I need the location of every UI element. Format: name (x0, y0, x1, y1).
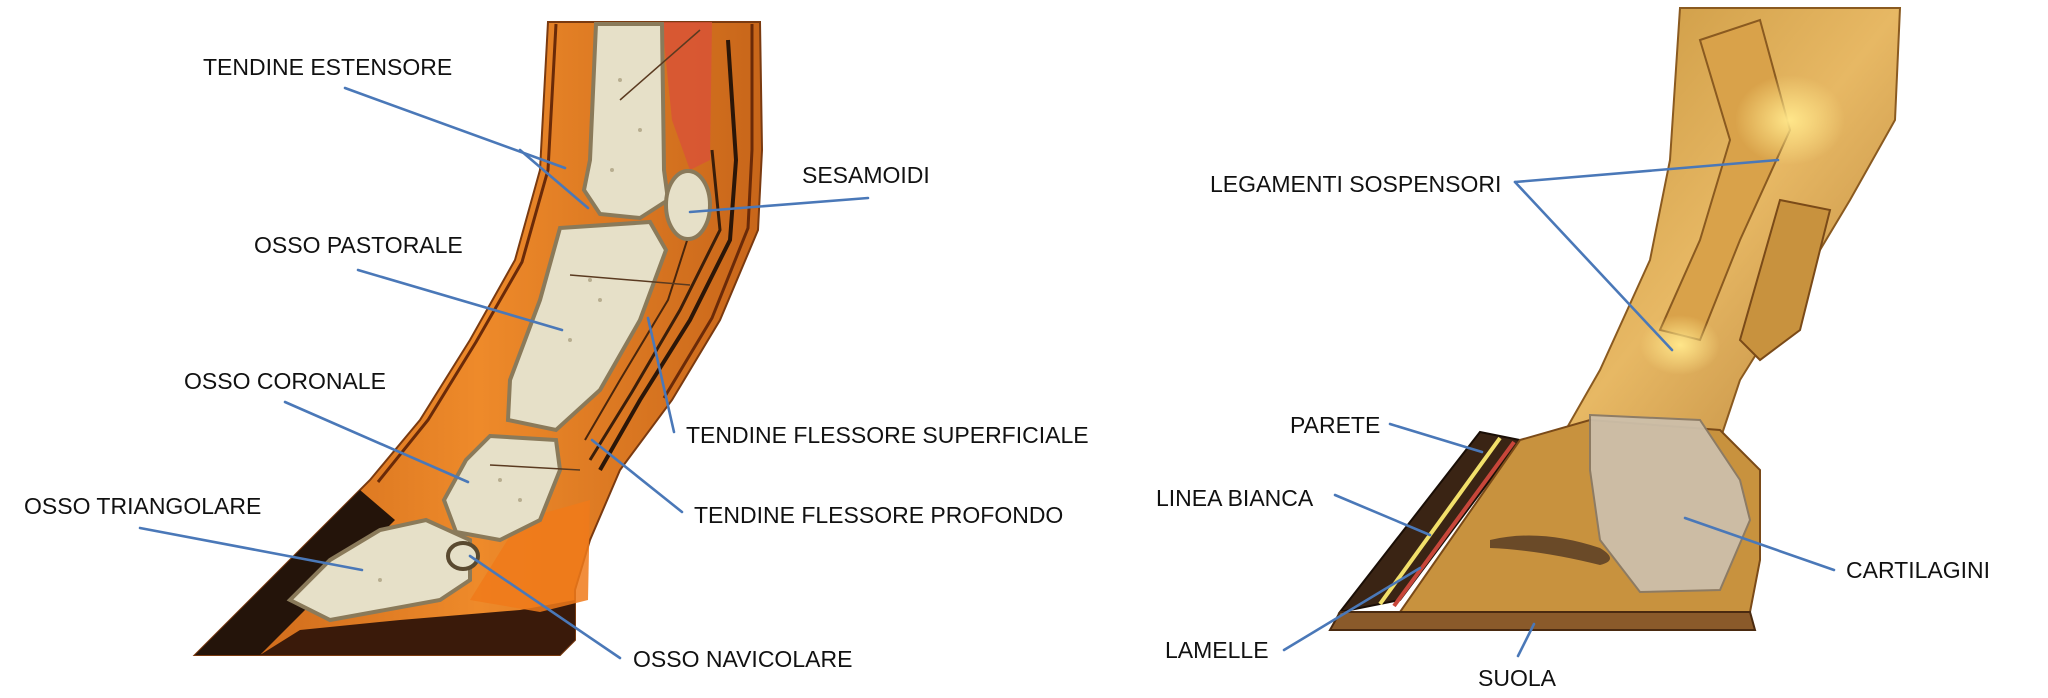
pointer-osso-navicolare (468, 554, 622, 660)
pointer-parete (1388, 422, 1484, 454)
lamellae (1392, 440, 1516, 608)
digital-cushion (470, 500, 590, 612)
pointer-tendine-estensore (343, 86, 567, 170)
ligament-glow-upper (1735, 75, 1845, 165)
label-suola: SUOLA (1478, 665, 1557, 691)
label-linea-bianca: LINEA BIANCA (1156, 485, 1314, 511)
pointer-tendine-flessore-superficiale (646, 316, 676, 434)
label-tendine-flessore-profondo: TENDINE FLESSORE PROFONDO (694, 502, 1063, 528)
pointer-osso-coronale (283, 400, 470, 484)
labels: TENDINE ESTENSORE SESAMOIDI OSSO PASTORA… (24, 54, 1990, 691)
pointer-tendine-flessore-profondo (590, 438, 684, 514)
muscle-strip (662, 22, 712, 170)
coffin-bone-ridge (1490, 535, 1610, 565)
cartilage-plate (1589, 413, 1752, 594)
label-tendine-flessore-superficiale: TENDINE FLESSORE SUPERFICIALE (686, 422, 1089, 448)
ligament-glow-lower (1640, 315, 1720, 375)
left-figure (192, 21, 764, 656)
cannon-bone (581, 22, 671, 221)
label-legamenti-sospensori: LEGAMENTI SOSPENSORI (1210, 171, 1501, 197)
coronal-bone (441, 433, 563, 543)
right-figure (1328, 7, 1902, 631)
label-osso-navicolare: OSSO NAVICOLARE (633, 646, 852, 672)
label-osso-coronale: OSSO CORONALE (184, 368, 386, 394)
pointer-osso-triangolare (138, 526, 364, 572)
pointer-sesamoidi (688, 196, 870, 214)
sole-lateral (1328, 611, 1757, 631)
pointer-cartilagini (1683, 516, 1836, 572)
skin-line-back (662, 24, 754, 399)
internal-line-3 (489, 464, 581, 471)
hoof-sole (260, 600, 575, 655)
flexor-tendon-stripe-1 (598, 39, 739, 471)
label-sesamoidi: SESAMOIDI (802, 162, 930, 188)
pointer-linea-bianca (1333, 493, 1432, 537)
label-parete: PARETE (1290, 412, 1380, 438)
label-osso-pastorale: OSSO PASTORALE (254, 232, 463, 258)
pointer-lamelle (1282, 566, 1422, 652)
pointer-lines (138, 86, 1836, 660)
internal-line-2 (569, 274, 691, 286)
flexor-tendon-stripe-3 (584, 199, 701, 441)
navicular-bone (446, 541, 480, 571)
pointer-suola (1516, 622, 1536, 658)
sesamoid-bone (664, 169, 712, 241)
internal-line-1 (619, 29, 701, 101)
pastern-bone (505, 219, 669, 433)
label-lamelle: LAMELLE (1165, 637, 1269, 663)
bone-texture (378, 78, 642, 582)
label-tendine-estensore: TENDINE ESTENSORE (203, 54, 452, 80)
ligament-tube (1738, 198, 1832, 362)
pointer-legamenti-sospensori-1 (1513, 158, 1780, 184)
flexor-tendon-stripe-2 (588, 149, 722, 461)
white-line (1378, 436, 1502, 606)
label-cartilagini: CARTILAGINI (1846, 557, 1990, 583)
hoof-wall (195, 490, 395, 655)
pointer-tendine-estensore-2 (518, 148, 590, 210)
pointer-osso-pastorale (356, 268, 564, 332)
skin-line-front (376, 23, 558, 483)
label-osso-triangolare: OSSO TRIANGOLARE (24, 493, 261, 519)
pointer-legamenti-sospensori-2 (1513, 180, 1674, 352)
